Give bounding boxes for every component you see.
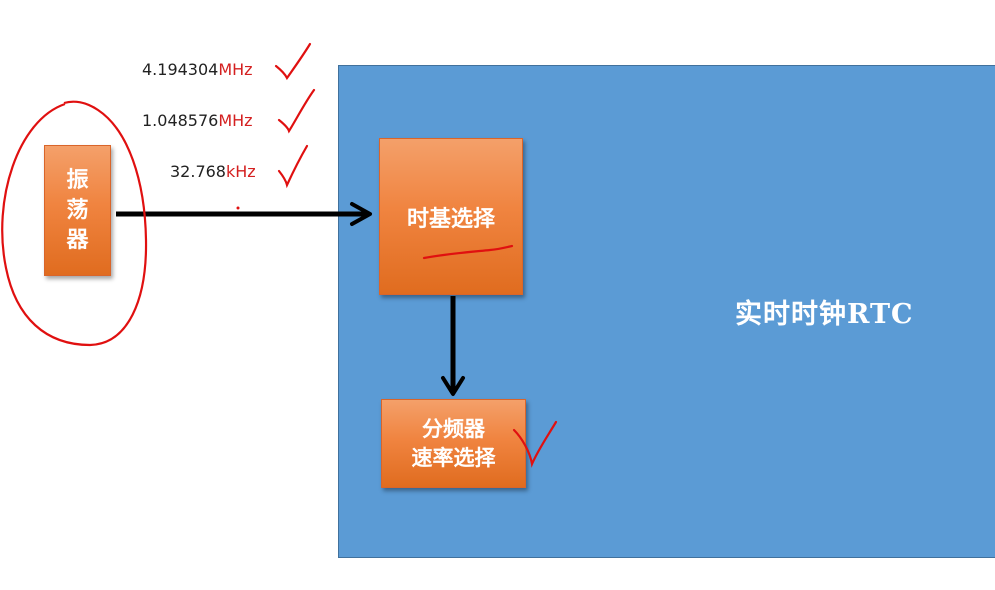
checkmark-icon bbox=[274, 42, 312, 81]
frequency-option-2: 1.048576MHz bbox=[142, 111, 253, 130]
oscillator-circle-annotation bbox=[1, 100, 148, 347]
checkmark-icon bbox=[277, 88, 316, 134]
divider-label-line1: 分频器 bbox=[422, 416, 485, 441]
frequency-unit: kHz bbox=[225, 162, 256, 181]
frequency-unit: MHz bbox=[218, 111, 253, 130]
divider-label-line2: 速率选择 bbox=[411, 445, 496, 470]
divider-rate-select-box: 分频器 速率选择 bbox=[381, 399, 526, 488]
checkmark-icon bbox=[512, 420, 558, 468]
rtc-label: 实时时钟RTC bbox=[735, 299, 914, 330]
arrow-timebase-to-divider bbox=[441, 296, 465, 396]
oscillator-box: 振荡器 bbox=[44, 145, 111, 276]
frequency-unit: MHz bbox=[218, 60, 253, 79]
arrow-oscillator-to-timebase bbox=[116, 202, 372, 226]
frequency-value: 4.194304 bbox=[142, 60, 219, 79]
frequency-option-1: 4.194304MHz bbox=[142, 60, 253, 79]
red-dot-mark bbox=[236, 206, 240, 210]
checkmark-icon bbox=[277, 144, 309, 189]
underline-annotation bbox=[422, 244, 514, 260]
timebase-select-box: 时基选择 bbox=[379, 138, 523, 295]
timebase-label: 时基选择 bbox=[406, 206, 495, 232]
frequency-value: 1.048576 bbox=[142, 111, 219, 130]
frequency-value: 32.768 bbox=[170, 162, 226, 181]
oscillator-label: 振荡器 bbox=[66, 167, 89, 253]
frequency-option-3: 32.768kHz bbox=[170, 162, 256, 181]
